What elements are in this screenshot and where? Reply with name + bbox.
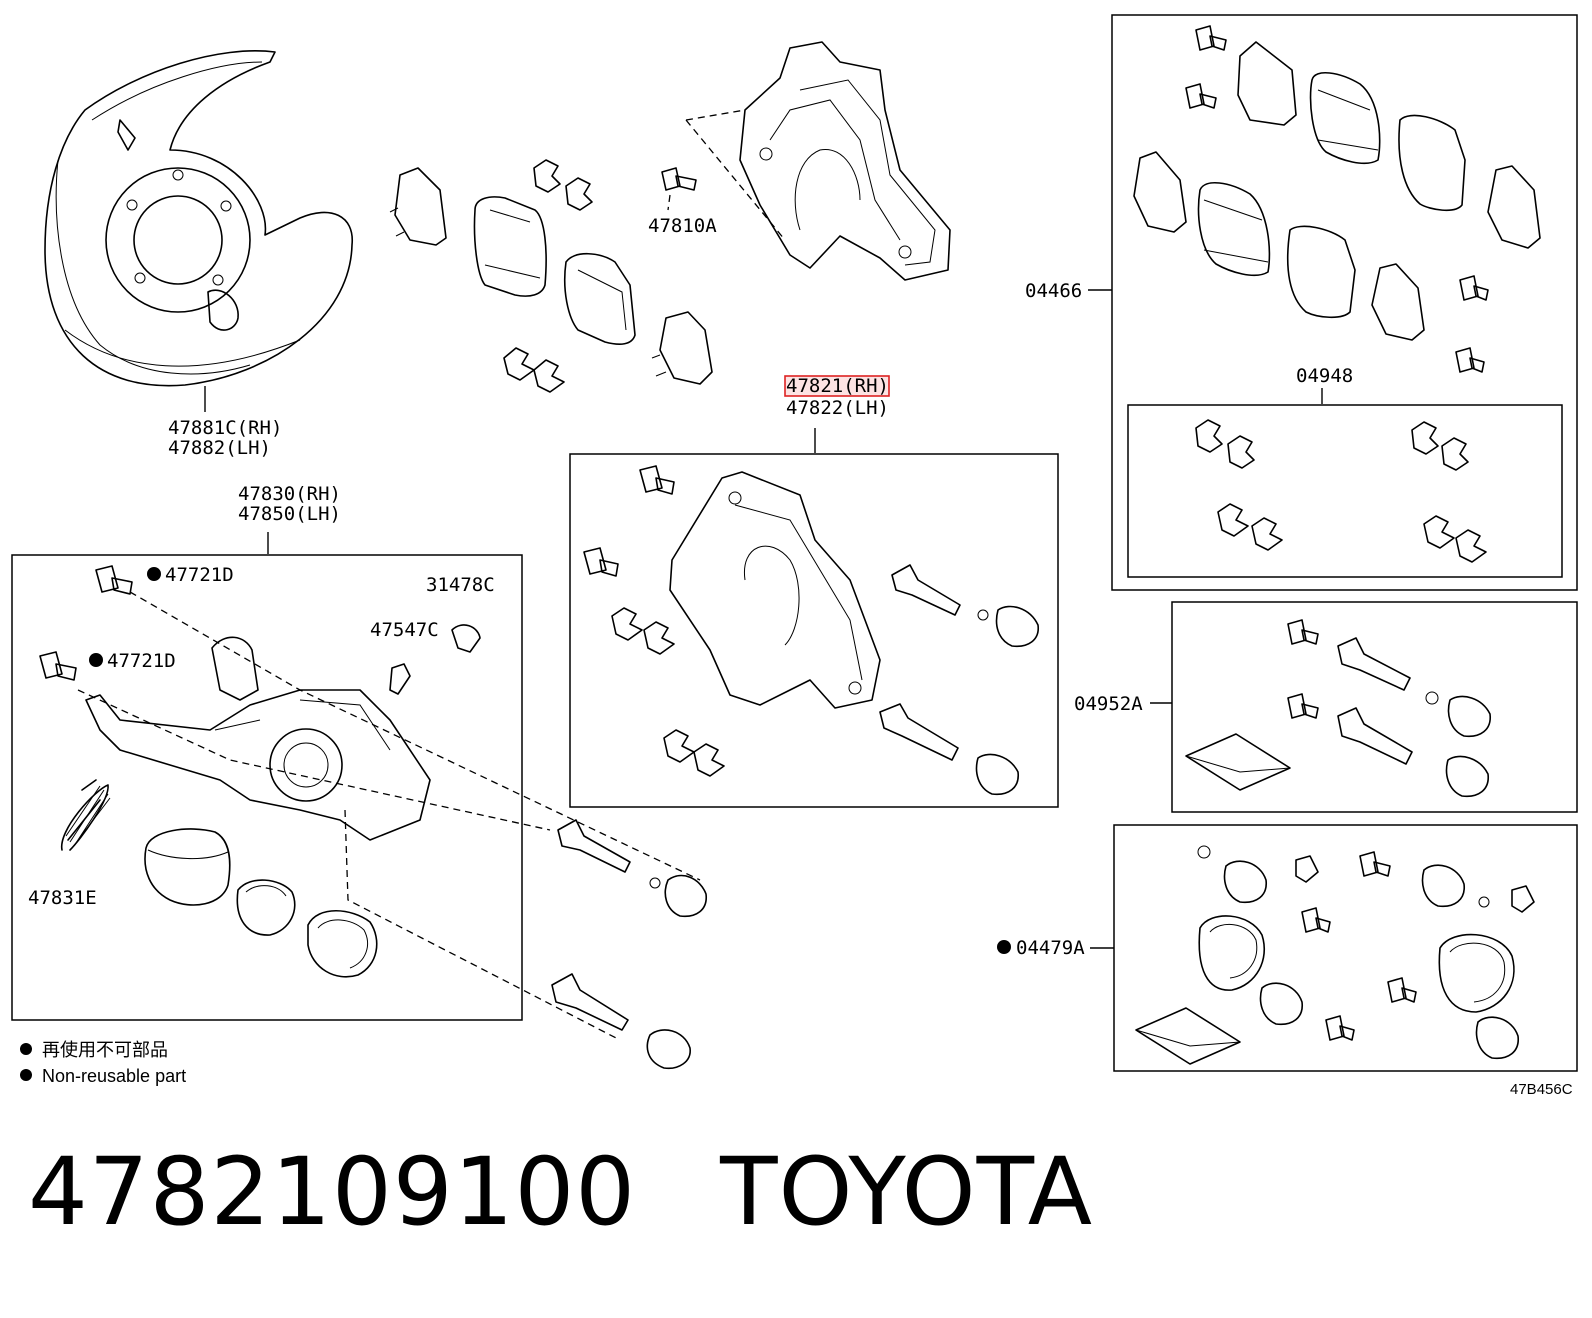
bushing-kit-box [1171, 601, 1578, 813]
caliper-box-parts [39, 565, 707, 1070]
part-title: 4782109100 TOYOTA [28, 1138, 1093, 1248]
brand-name: TOYOTA [720, 1138, 1094, 1247]
bushing-kit-parts [1185, 619, 1491, 798]
bolt-47810A-label: 47810A [648, 215, 717, 237]
pad-kit-parts [1133, 25, 1541, 373]
nonreusable-dot-icon [147, 567, 161, 581]
caliper-lh-label: 47850(LH) [238, 503, 341, 525]
bushing-kit-label: 04952A [1074, 693, 1143, 715]
fitting-kit-parts [1195, 419, 1487, 563]
bolt-47721D-label-1: 47721D [165, 564, 234, 586]
figure-code: 47B456C [1510, 1081, 1573, 1098]
mounting-lh-label: 47822(LH) [786, 397, 889, 419]
cylinder-kit-label: 04479A [1016, 937, 1085, 959]
mounting-rh-label: 47821(RH) [786, 375, 889, 397]
plug-47547C-label: 47547C [370, 619, 439, 641]
bolt-47810A-drawing [661, 167, 697, 191]
fitting-kit-label: 04948 [1296, 365, 1353, 387]
legend-japanese: 再使用不可部品 [42, 1040, 168, 1060]
fitting-kit-box [1127, 404, 1563, 578]
cap-31478C-label: 31478C [426, 574, 495, 596]
caliper-rh-label: 47830(RH) [238, 483, 341, 505]
shield-rh-label: 47881C(RH) [168, 417, 282, 439]
mounting-box [569, 453, 1059, 808]
caliper-dash-lines [77, 591, 701, 1041]
caliper-box [11, 554, 523, 1021]
shield-lh-label: 47882(LH) [168, 437, 271, 459]
bolt-47721D-label-2: 47721D [107, 650, 176, 672]
nonreusable-dot-icon [997, 940, 1011, 954]
dust-shield-drawing [44, 50, 353, 387]
highlight-box [784, 375, 890, 397]
nonreusable-dot-icon [89, 653, 103, 667]
legend-english: Non-reusable part [42, 1066, 186, 1086]
brake-pad-set-drawing [389, 167, 713, 385]
part-number: 4782109100 [28, 1138, 637, 1247]
nonreusable-dot-icon [20, 1069, 32, 1081]
spring-47831E-label: 47831E [28, 887, 97, 909]
pad-kit-box [1111, 14, 1578, 591]
pad-clip-drawing [503, 159, 593, 393]
pad-kit-label: 04466 [1025, 280, 1082, 302]
caliper-mounting-drawing [739, 41, 951, 281]
nonreusable-dot-icon [20, 1043, 32, 1055]
bracket-dash-lines [667, 109, 786, 241]
cylinder-kit-parts [1135, 845, 1535, 1065]
mounting-box-parts [583, 465, 1039, 796]
